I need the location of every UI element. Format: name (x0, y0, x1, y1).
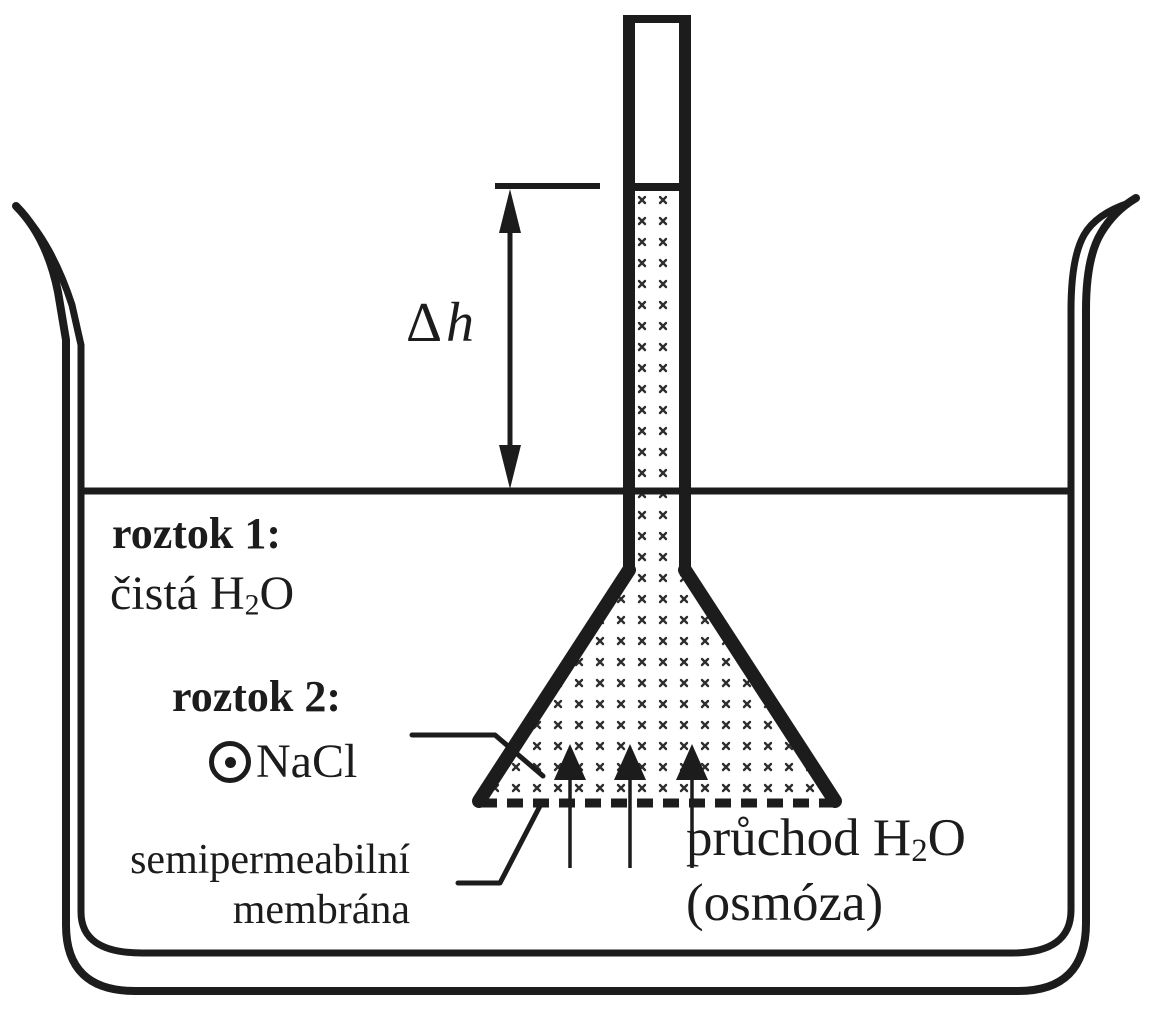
leader-solution2 (409, 732, 546, 779)
osmosis-label: průchod H2O (osmóza) (686, 806, 966, 936)
delta-h-label: Δh (406, 294, 474, 353)
osmosis-arrowhead (614, 744, 646, 780)
solution2-substance-text: NaCl (256, 735, 358, 788)
funnel-cone-left-edge (472, 563, 636, 808)
solution1-title: roztok 1: (112, 509, 282, 558)
osmosis-arrow (676, 744, 708, 868)
delta-h-dimension (495, 183, 600, 489)
delta-h-arrowhead-down (499, 445, 521, 489)
beaker-inner-contour (19, 199, 1133, 957)
delta-symbol: Δ (406, 292, 443, 354)
funnel-cone-right-edge (678, 563, 842, 808)
osmosis-label-line1: průchod H2O (686, 809, 966, 869)
osmosis-arrowhead (554, 744, 586, 780)
beaker-outer-contour (12, 194, 1140, 995)
delta-h-arrowhead-up (499, 189, 521, 233)
osmosis-arrow (614, 744, 646, 868)
osmosis-arrowhead (676, 744, 708, 780)
solution1-substance: čistá H2O (110, 567, 295, 622)
osmosis-arrow (554, 744, 586, 868)
delta-h-variable: h (446, 292, 475, 354)
osmosis-arrows (554, 744, 708, 868)
membrane-label-line2: membrána (232, 887, 410, 934)
osmosis-label-line2: (osmóza) (686, 873, 884, 932)
solution2-substance: NaCl (209, 735, 358, 788)
nacl-particle-icon (209, 741, 251, 784)
leader-membrane (455, 803, 543, 886)
membrane-label-line1: semipermeabilní (130, 837, 410, 883)
solution2-title: roztok 2: (172, 672, 342, 721)
membrane-label: semipermeabilní membrána (90, 835, 410, 936)
